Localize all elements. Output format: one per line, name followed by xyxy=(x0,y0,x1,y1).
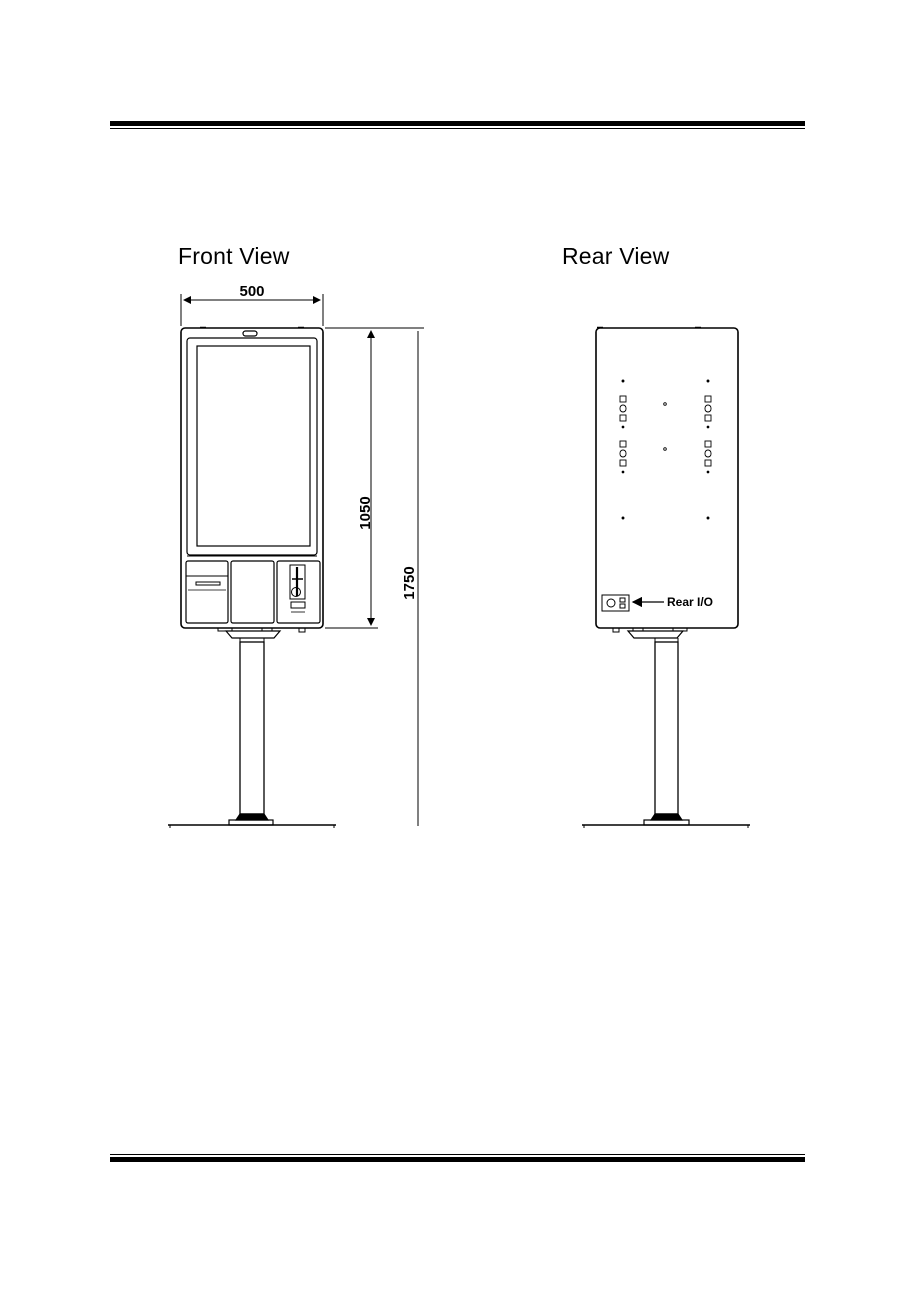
dim-total-height-label: 1750 xyxy=(401,566,418,599)
camera-icon xyxy=(243,331,257,336)
printer-icon xyxy=(186,561,228,623)
dim-body-height xyxy=(325,328,378,628)
rear-kiosk xyxy=(582,328,750,829)
front-display xyxy=(197,346,310,546)
card-reader-icon xyxy=(277,561,320,623)
dim-width-label: 500 xyxy=(239,283,264,300)
rear-io-panel xyxy=(602,595,629,611)
front-pole xyxy=(240,642,264,814)
rear-io-label: Rear I/O xyxy=(667,595,713,609)
rear-pole xyxy=(655,642,678,814)
blank-module xyxy=(231,561,274,623)
mounting-holes xyxy=(620,380,711,519)
front-screen-bezel xyxy=(187,338,317,555)
dim-body-height-label: 1050 xyxy=(357,496,374,529)
front-kiosk xyxy=(168,328,336,829)
